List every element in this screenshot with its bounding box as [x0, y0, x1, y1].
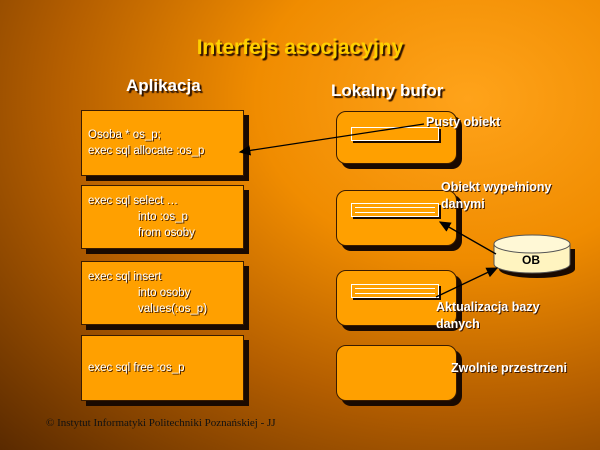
code-line: exec sql insert [88, 271, 162, 283]
code-line: into osoby [138, 287, 191, 299]
label-empty-object: Pusty obiekt [426, 115, 501, 129]
allocate-arrow [238, 123, 425, 156]
slide-title: Interfejs asocjacyjny [196, 36, 404, 59]
update-arrow [435, 267, 499, 298]
code-box-select: exec sql select … into :os_p from osoby [81, 185, 244, 249]
code-line: exec sql allocate :os_p [88, 145, 205, 157]
column-heading-application: Aplikacja [126, 76, 201, 95]
empty-object-slot [351, 127, 439, 141]
database-cylinder [493, 234, 575, 278]
code-line: exec sql free :os_p [88, 362, 185, 374]
code-box-free: exec sql free :os_p [81, 335, 244, 401]
buffer-box-filled [336, 190, 457, 246]
database-label: OB [522, 253, 540, 267]
code-line: Osoba * os_p; [88, 129, 161, 141]
buffer-box-free [336, 345, 457, 401]
column-heading-local-buffer: Lokalny bufor [331, 81, 444, 100]
code-box-allocate: Osoba * os_p; exec sql allocate :os_p [81, 110, 244, 176]
code-box-insert: exec sql insert into osoby values(:os_p) [81, 261, 244, 325]
code-line: into :os_p [138, 211, 188, 223]
filled-object-slot [351, 284, 439, 298]
footer-copyright: © Instytut Informatyki Politechniki Pozn… [46, 417, 276, 429]
buffer-box-empty [336, 111, 457, 164]
code-line: values(:os_p) [138, 303, 208, 315]
label-free-space: Zwolnie przestrzeni [451, 361, 567, 375]
code-line: from osoby [138, 227, 195, 239]
fetch-arrow [438, 221, 497, 255]
code-line: exec sql select … [88, 195, 179, 207]
label-database-update: Aktualizacja bazy danych [436, 300, 540, 331]
filled-object-slot [351, 203, 439, 217]
label-filled-object: Obiekt wypełniony danymi [441, 180, 552, 211]
buffer-box-update [336, 270, 457, 326]
